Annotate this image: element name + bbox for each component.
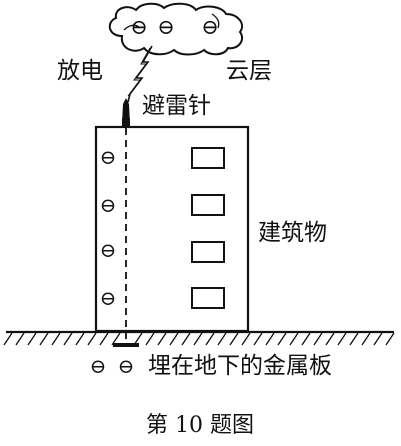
building-charge: ⊖ bbox=[100, 145, 117, 169]
cloud-charges: ⊖ ⊖ ⊖ bbox=[130, 15, 219, 39]
building-window bbox=[191, 147, 225, 169]
building-outline bbox=[94, 125, 250, 333]
cloud bbox=[108, 2, 244, 56]
cloud-charge: ⊖ bbox=[201, 15, 219, 39]
ground-charge: ⊖ bbox=[118, 354, 135, 378]
lightning-rod bbox=[122, 98, 130, 128]
label-lightning-rod: 避雷针 bbox=[142, 93, 211, 119]
label-discharge: 放电 bbox=[57, 58, 103, 84]
discharge-bolt bbox=[127, 45, 153, 103]
figure-caption: 第 10 题图 bbox=[146, 413, 254, 438]
ground-charge: ⊖ bbox=[90, 354, 107, 378]
buried-metal-plate bbox=[113, 343, 139, 347]
building-window bbox=[191, 241, 225, 263]
building-charge: ⊖ bbox=[100, 286, 117, 310]
cloud-charge: ⊖ bbox=[130, 15, 148, 39]
building-window bbox=[191, 287, 225, 309]
building-charges: ⊖ ⊖ ⊖ ⊖ bbox=[100, 145, 117, 310]
building bbox=[94, 125, 250, 333]
label-building: 建筑物 bbox=[258, 220, 327, 246]
building-charge: ⊖ bbox=[100, 238, 117, 262]
label-cloud-layer: 云层 bbox=[226, 58, 272, 84]
building-window bbox=[191, 194, 225, 216]
cloud-charge: ⊖ bbox=[157, 15, 175, 39]
label-buried-plate: 埋在地下的金属板 bbox=[148, 353, 332, 379]
ground bbox=[3, 330, 395, 346]
building-charge: ⊖ bbox=[100, 193, 117, 217]
ground-charges: ⊖ ⊖ bbox=[90, 354, 135, 378]
